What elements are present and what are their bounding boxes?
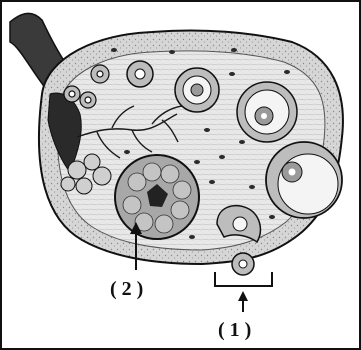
corpus-luteum (115, 155, 199, 239)
tertiary-follicle (237, 82, 297, 142)
graafian-follicle (266, 142, 342, 218)
label-1: ( 1 ) (218, 319, 251, 341)
primary-follicle (127, 61, 153, 87)
ovary-diagram: ( 2 ) ( 1 ) (2, 2, 359, 348)
arrow-1 (238, 291, 248, 312)
released-ovum (232, 253, 254, 275)
label-2: ( 2 ) (110, 278, 143, 300)
secondary-follicle (175, 68, 219, 112)
